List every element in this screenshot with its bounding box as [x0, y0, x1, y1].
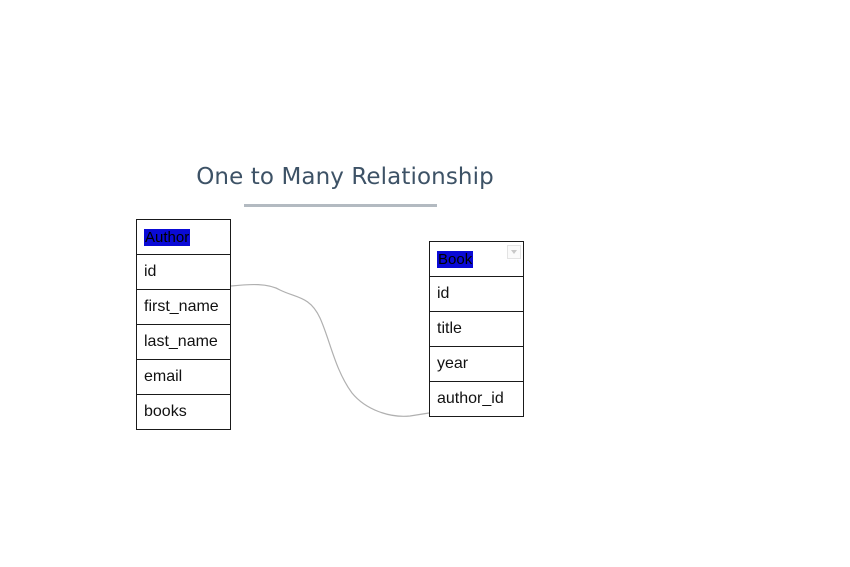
- book-field-author-id[interactable]: author_id: [430, 381, 523, 416]
- book-field-title[interactable]: title: [430, 311, 523, 346]
- book-field-id[interactable]: id: [430, 276, 523, 311]
- author-field-last-name[interactable]: last_name: [137, 324, 230, 359]
- book-entity-header[interactable]: Book: [430, 242, 523, 276]
- book-field-year[interactable]: year: [430, 346, 523, 381]
- author-field-books[interactable]: books: [137, 394, 230, 429]
- relationship-line: [230, 283, 430, 417]
- author-field-email[interactable]: email: [137, 359, 230, 394]
- chevron-down-icon[interactable]: [507, 245, 521, 259]
- author-field-id[interactable]: id: [137, 254, 230, 289]
- author-entity-header[interactable]: Author: [137, 220, 230, 254]
- author-field-first-name[interactable]: first_name: [137, 289, 230, 324]
- diagram-title: One to Many Relationship: [196, 164, 494, 190]
- author-entity[interactable]: Author id first_name last_name email boo…: [136, 219, 231, 430]
- title-underline: [244, 204, 437, 207]
- author-entity-name[interactable]: Author: [144, 229, 191, 246]
- book-entity-name[interactable]: Book: [437, 251, 474, 268]
- book-entity[interactable]: Book id title year author_id: [429, 241, 524, 417]
